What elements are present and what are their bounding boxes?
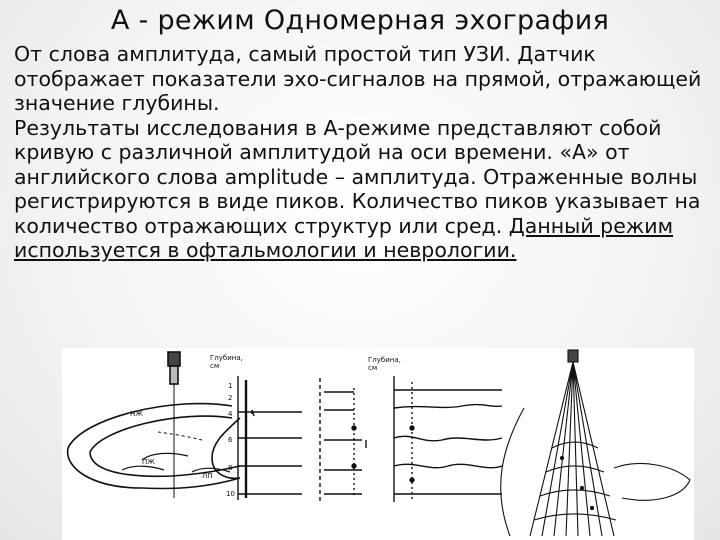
sector-scan-fan: [500, 349, 691, 537]
a-mode-diagram: НЖ ПЖ ЛП Глубина, см 1 2 4 6 8 10: [66, 349, 691, 537]
paragraph-2-text: Результаты исследования в А-режиме предс…: [14, 115, 701, 238]
chamber-wall: [211, 417, 241, 480]
sector-probe: [567, 349, 579, 363]
heart-outline-inner: [89, 415, 241, 478]
depth-unit-1: см: [210, 362, 219, 370]
organ-label-nzh: НЖ: [130, 410, 143, 418]
organ-label-lp: ЛП: [202, 472, 213, 480]
tick-4: 4: [228, 410, 233, 418]
slide-title: А - режим Одномерная эхография: [110, 5, 610, 36]
tick-6: 6: [228, 436, 233, 444]
paragraph-2: Результаты исследования в А-режиме предс…: [14, 116, 714, 263]
a-mode-illustration: НЖ ПЖ ЛП Глубина, см 1 2 4 6 8 10: [62, 348, 694, 540]
heart-outline-outer: [66, 402, 241, 490]
paragraph-1: От слова амплитуда, самый простой тип УЗ…: [14, 42, 702, 115]
tick-8: 8: [228, 464, 232, 472]
organ-label-pzh: ПЖ: [142, 458, 155, 466]
transducer-probe: [167, 351, 181, 367]
slide-body: От слова амплитуда, самый простой тип УЗ…: [14, 42, 714, 263]
depth-unit-2: см: [368, 364, 377, 372]
tick-2: 2: [228, 394, 232, 402]
tick-1: 1: [228, 382, 232, 390]
depth-label-2: Глубина,: [368, 356, 401, 364]
tick-10: 10: [226, 490, 235, 498]
transducer-body: [169, 365, 179, 385]
depth-label-1: Глубина,: [210, 354, 243, 362]
paragraph-2-underlined: Данный режим используется в офтальмологи…: [14, 213, 674, 263]
